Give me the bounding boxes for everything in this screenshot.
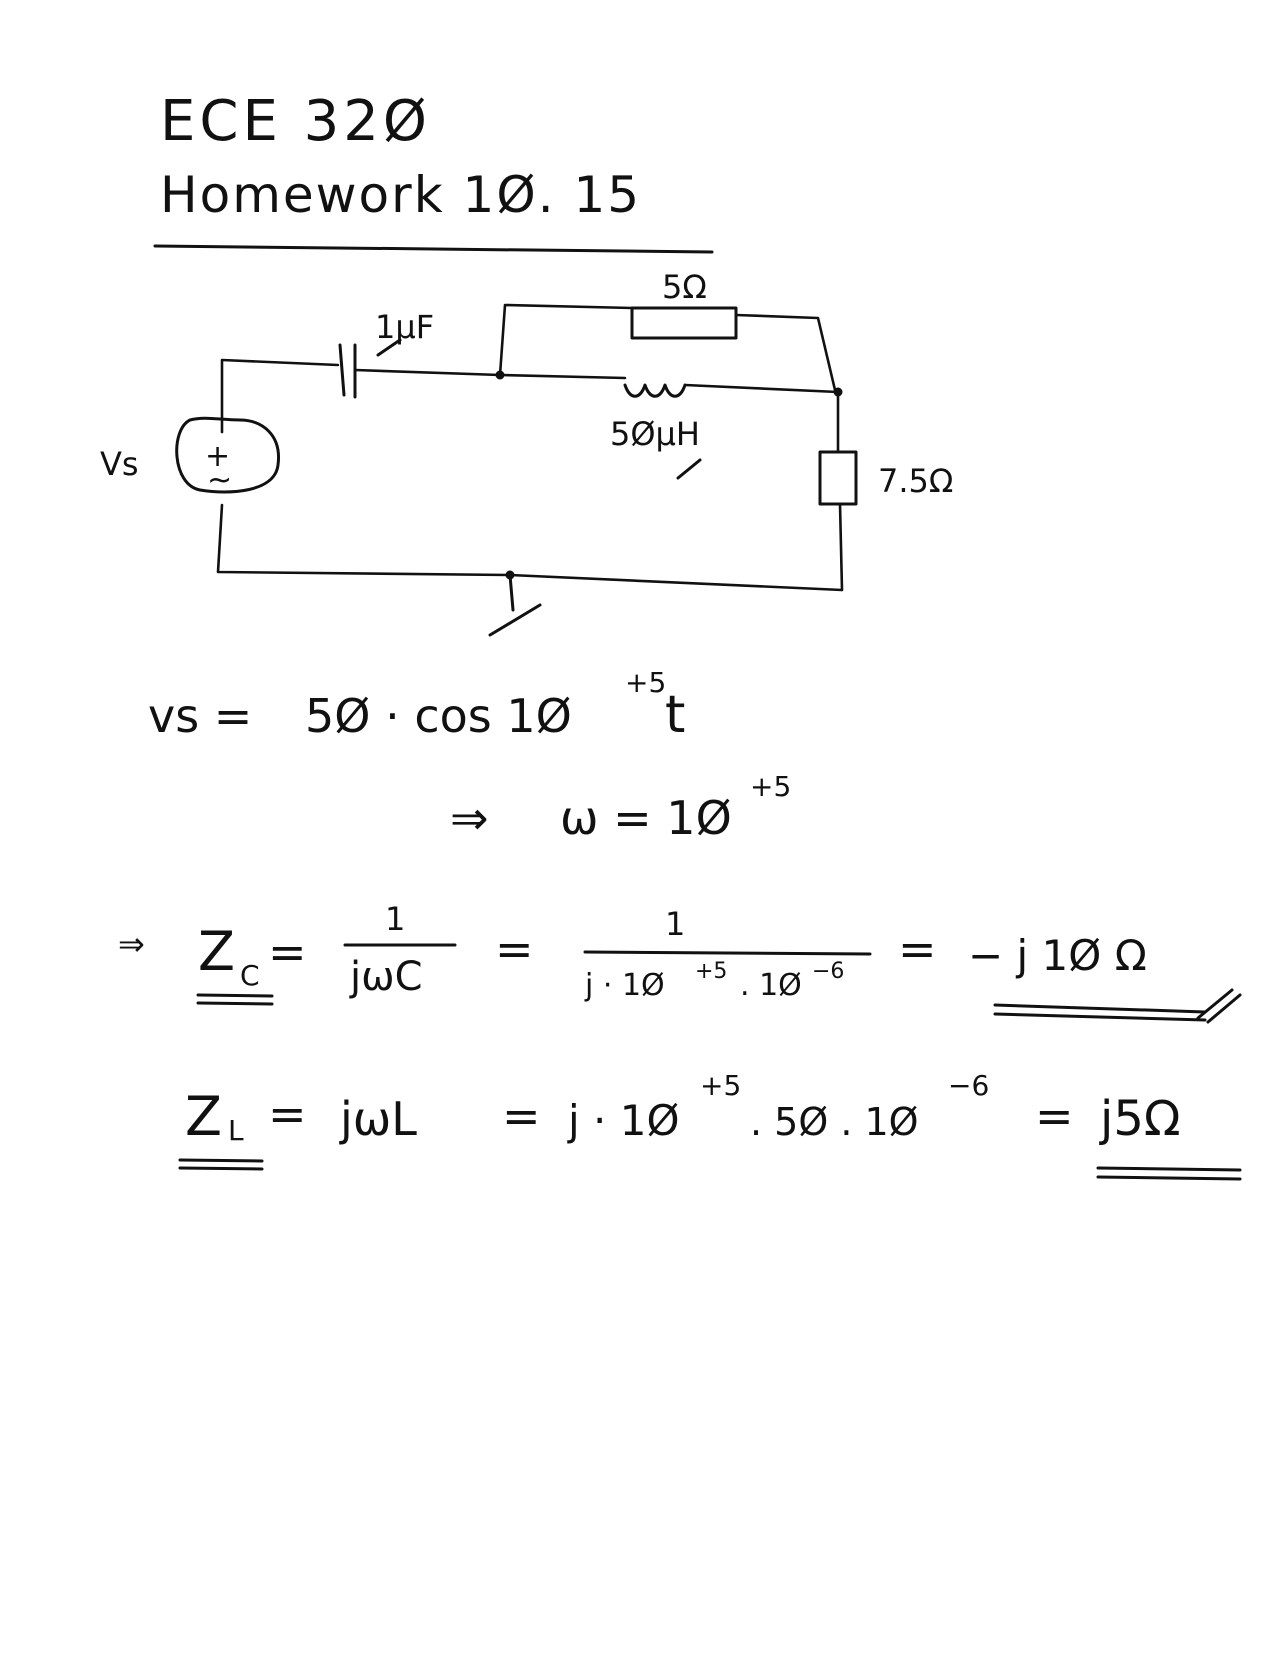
eq-omega-arrow: ⇒ (450, 791, 489, 845)
ac-source-circle (175, 416, 280, 494)
eq-zc-eq3: = (898, 922, 937, 976)
eq-zl-expr2-exp2: −6 (948, 1069, 989, 1102)
course-title: ECE 32Ø (160, 89, 431, 154)
equation-omega: ⇒ ω = 1Ø +5 (450, 770, 791, 845)
capacitor-pointer (376, 338, 402, 357)
eq-zl-result: j5Ω (1099, 1091, 1181, 1147)
wire-top-branch-left (498, 303, 634, 377)
eq-zl-lhs-underline (178, 1158, 264, 1171)
eq-source-lhs: vs = (148, 689, 252, 743)
source-label: Vs (100, 445, 139, 483)
eq-omega-exp: +5 (750, 770, 791, 803)
assignment-title: Homework 1Ø. 15 (160, 166, 641, 224)
eq-zl-lhs-sub: L (228, 1114, 244, 1147)
eq-zc-frac1-num: 1 (385, 900, 405, 938)
wire-inductor-left (498, 373, 627, 380)
eq-zc-frac2-bar (583, 950, 872, 956)
wire-cap-to-node (353, 368, 502, 377)
eq-zc-arrow: ⇒ (118, 925, 145, 963)
eq-zc-result-underline (993, 1003, 1207, 1022)
equation-zc: ⇒ Z C = 1 jωC = 1 j · 1Ø +5 . 1Ø −6 = − … (118, 900, 1242, 1024)
wire-right-bottom (838, 502, 844, 592)
equation-zl: Z L = jωL = j · 1Ø +5 . 5Ø . 1Ø −6 = j5Ω (178, 1069, 1242, 1181)
eq-zc-result-tick (1196, 988, 1242, 1024)
eq-source-var: t (665, 685, 685, 745)
eq-zl-expr2a: j · 1Ø (567, 1096, 680, 1145)
eq-zl-expr2b: . 5Ø . 1Ø (750, 1100, 919, 1144)
resistor-right-label: 7.5Ω (878, 462, 953, 500)
wire-source-top (220, 358, 340, 434)
eq-zc-lhs: Z (198, 920, 235, 983)
resistor-top (630, 306, 738, 340)
resistor-top-label: 5Ω (662, 268, 707, 306)
ground-stem (508, 573, 515, 612)
header-underline (153, 244, 714, 254)
eq-zl-lhs: Z (185, 1085, 222, 1148)
source-plus: + (205, 439, 230, 474)
resistor-right (818, 450, 858, 506)
eq-zc-eq1: = (268, 925, 307, 979)
eq-zl-eq1: = (268, 1087, 307, 1141)
circuit-diagram: + ~ Vs 1µF 5Ω 5ØµH 7.5Ω (100, 268, 953, 637)
eq-zl-result-underline (1096, 1166, 1242, 1181)
eq-zl-eq2: = (502, 1089, 541, 1143)
eq-zc-frac2-num: 1 (665, 905, 685, 943)
inductor-label: 5ØµH (610, 415, 700, 453)
eq-zc-frac1-den: jωC (349, 954, 423, 1000)
capacitor-label: 1µF (375, 308, 434, 346)
eq-zl-eq3: = (1035, 1089, 1074, 1143)
eq-zl-expr2-exp1: +5 (700, 1069, 741, 1102)
eq-zc-frac2-exp1: +5 (695, 959, 727, 984)
wire-inductor-right (683, 383, 840, 394)
eq-zc-frac2-exp2: −6 (812, 959, 844, 984)
source-tilde: ~ (207, 463, 232, 498)
eq-zc-frac2-den: j · 1Ø (584, 968, 665, 1003)
eq-zc-lhs-sub: C (240, 959, 260, 992)
eq-zc-eq2: = (495, 922, 534, 976)
inductor-pointer (676, 458, 702, 480)
eq-zc-result: − j 1Ø Ω (968, 931, 1147, 980)
eq-omega-text: ω = 1Ø (560, 791, 732, 845)
inductor-coils (623, 383, 687, 398)
wire-bottom (216, 503, 844, 592)
equation-source: vs = 5Ø · cos 1Ø +5 t (148, 666, 685, 745)
eq-source-rhs: 5Ø · cos 1Ø (305, 689, 572, 743)
wire-top-branch-right (734, 313, 837, 392)
eq-zc-frac2-mid: . 1Ø (740, 968, 802, 1003)
capacitor-plate-left (338, 343, 346, 397)
eq-zc-lhs-underline (196, 993, 274, 1006)
ground-bar (488, 603, 542, 637)
eq-source-exp: +5 (625, 666, 666, 699)
eq-zl-expr1: jωL (339, 1092, 417, 1146)
